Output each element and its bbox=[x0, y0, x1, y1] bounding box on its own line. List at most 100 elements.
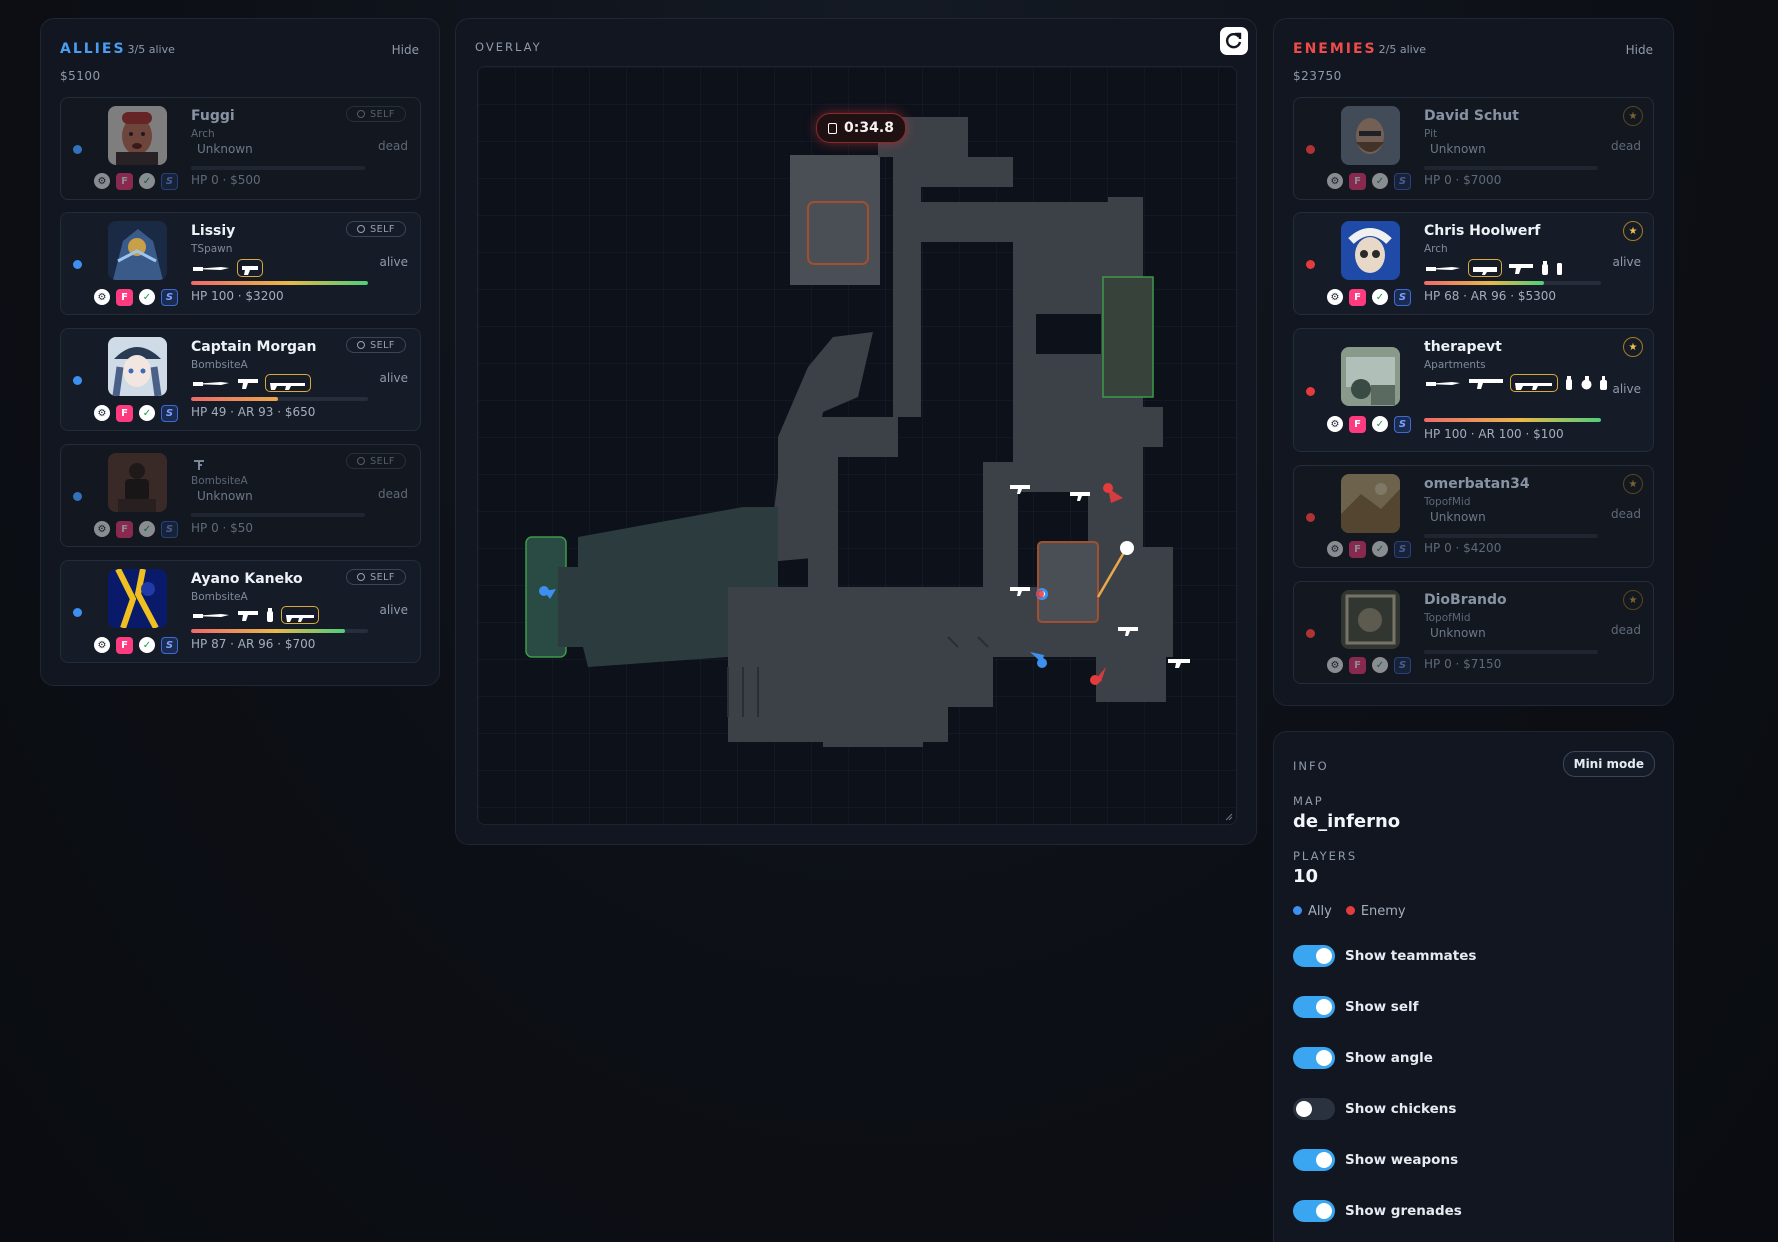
pistol-icon-active bbox=[237, 259, 263, 277]
refresh-button[interactable] bbox=[1220, 27, 1248, 55]
enemy-card-therapevt[interactable]: ★ therapevt Apartments alive ⚙ F ✓ S HP … bbox=[1293, 328, 1654, 452]
shield-icon[interactable]: ✓ bbox=[1372, 541, 1388, 557]
self-ring-icon bbox=[357, 573, 366, 581]
show-weapons-switch[interactable] bbox=[1293, 1149, 1335, 1171]
star-icon[interactable]: ★ bbox=[1623, 590, 1643, 610]
steam-icon[interactable]: ⚙ bbox=[94, 637, 110, 653]
steam-icon[interactable]: ⚙ bbox=[1327, 416, 1343, 432]
avatar bbox=[108, 221, 167, 280]
player-state: alive bbox=[379, 371, 408, 385]
player-name: therapevt bbox=[1424, 339, 1502, 355]
shield-icon[interactable]: ✓ bbox=[139, 521, 155, 537]
rifle-icon-active bbox=[281, 606, 319, 624]
player-stats: HP 68 · AR 96 · $5300 bbox=[1424, 289, 1557, 303]
hp-bar bbox=[1424, 166, 1598, 170]
s-icon[interactable]: S bbox=[1394, 416, 1411, 433]
dropped-weapon-icon bbox=[1168, 659, 1190, 668]
shield-icon[interactable]: ✓ bbox=[1372, 416, 1388, 432]
shield-icon[interactable]: ✓ bbox=[139, 173, 155, 189]
shield-icon[interactable]: ✓ bbox=[1372, 657, 1388, 673]
faceit-icon[interactable]: F bbox=[1349, 289, 1366, 306]
s-icon[interactable]: S bbox=[161, 405, 178, 422]
bombsite-b-marker bbox=[807, 201, 869, 265]
enemy-card-chris-hoolwerf[interactable]: ★ Chris Hoolwerf Arch alive ⚙ F ✓ S HP 6… bbox=[1293, 212, 1654, 315]
mini-mode-button[interactable]: Mini mode bbox=[1562, 751, 1655, 777]
faceit-icon[interactable]: F bbox=[1349, 541, 1366, 558]
steam-icon[interactable]: ⚙ bbox=[94, 173, 110, 189]
s-icon[interactable]: S bbox=[161, 521, 178, 538]
s-icon[interactable]: S bbox=[161, 289, 178, 306]
avatar bbox=[1341, 347, 1400, 406]
profile-icons: ⚙ F ✓ S bbox=[94, 289, 178, 306]
ally-card-ayano-kaneko[interactable]: SELF Ayano Kaneko BombsiteA alive ⚙ F ✓ … bbox=[60, 560, 421, 663]
faceit-icon[interactable]: F bbox=[116, 521, 133, 538]
s-icon[interactable]: S bbox=[161, 173, 178, 190]
ally-card-captain-morgan[interactable]: SELF Captain Morgan BombsiteA alive ⚙ F … bbox=[60, 328, 421, 431]
steam-icon[interactable]: ⚙ bbox=[1327, 289, 1343, 305]
steam-icon[interactable]: ⚙ bbox=[94, 289, 110, 305]
radar-map[interactable]: 0:34.8 bbox=[477, 66, 1237, 825]
s-icon[interactable]: S bbox=[1394, 541, 1411, 558]
self-badge[interactable]: SELF bbox=[346, 453, 406, 469]
faceit-icon[interactable]: F bbox=[1349, 657, 1366, 674]
shield-icon[interactable]: ✓ bbox=[1372, 289, 1388, 305]
faceit-icon[interactable]: F bbox=[116, 289, 133, 306]
player-location: Arch bbox=[191, 128, 215, 140]
faceit-icon[interactable]: F bbox=[1349, 173, 1366, 190]
grenade-icon bbox=[267, 608, 273, 622]
steam-icon[interactable]: ⚙ bbox=[1327, 173, 1343, 189]
star-icon[interactable]: ★ bbox=[1623, 474, 1643, 494]
star-icon[interactable]: ★ bbox=[1623, 221, 1643, 241]
s-icon[interactable]: S bbox=[1394, 657, 1411, 674]
star-icon[interactable]: ★ bbox=[1623, 106, 1643, 126]
avatar bbox=[1341, 590, 1400, 649]
show-chickens-switch[interactable] bbox=[1293, 1098, 1335, 1120]
s-icon[interactable]: S bbox=[1394, 289, 1411, 306]
allies-panel: ALLIES 3/5 alive Hide $5100 SELF Fuggi A… bbox=[40, 18, 440, 686]
steam-icon[interactable]: ⚙ bbox=[94, 405, 110, 421]
faceit-icon[interactable]: F bbox=[116, 173, 133, 190]
shield-icon[interactable]: ✓ bbox=[139, 289, 155, 305]
grenade-icon bbox=[1542, 261, 1548, 275]
show-grenades-switch[interactable] bbox=[1293, 1200, 1335, 1222]
knife-icon bbox=[193, 382, 229, 386]
shield-icon[interactable]: ✓ bbox=[1372, 173, 1388, 189]
enemy-card-omerbatan34[interactable]: ★ omerbatan34 TopofMid Unknown dead ⚙ F … bbox=[1293, 465, 1654, 568]
show-self-switch[interactable] bbox=[1293, 996, 1335, 1018]
allies-hide-button[interactable]: Hide bbox=[391, 43, 419, 57]
faceit-icon[interactable]: F bbox=[116, 637, 133, 654]
s-icon[interactable]: S bbox=[1394, 173, 1411, 190]
ally-card-unnamed[interactable]: SELF BombsiteA Unknown dead ⚙ F ✓ S HP 0… bbox=[60, 444, 421, 547]
shield-icon[interactable]: ✓ bbox=[139, 405, 155, 421]
self-badge[interactable]: SELF bbox=[346, 569, 406, 585]
overlay-panel: OVERLAY bbox=[455, 18, 1257, 845]
player-location: BombsiteA bbox=[191, 475, 248, 487]
faceit-icon[interactable]: F bbox=[1349, 416, 1366, 433]
he-grenade-icon bbox=[1581, 376, 1592, 390]
faceit-icon[interactable]: F bbox=[116, 405, 133, 422]
resize-handle-icon[interactable] bbox=[1225, 813, 1233, 821]
self-badge[interactable]: SELF bbox=[346, 337, 406, 353]
player-location: Apartments bbox=[1424, 359, 1486, 371]
player-location: TopofMid bbox=[1424, 612, 1471, 624]
show-angle-switch[interactable] bbox=[1293, 1047, 1335, 1069]
steam-icon[interactable]: ⚙ bbox=[1327, 657, 1343, 673]
enemy-card-david-schut[interactable]: ★ David Schut Pit Unknown dead ⚙ F ✓ S H… bbox=[1293, 97, 1654, 200]
enemies-hide-button[interactable]: Hide bbox=[1625, 43, 1653, 57]
player-state: alive bbox=[379, 255, 408, 269]
show-teammates-switch[interactable] bbox=[1293, 945, 1335, 967]
steam-icon[interactable]: ⚙ bbox=[1327, 541, 1343, 557]
enemy-team-dot bbox=[1306, 629, 1315, 638]
star-icon[interactable]: ★ bbox=[1623, 337, 1643, 357]
toggle-label: Show chickens bbox=[1345, 1101, 1457, 1117]
shield-icon[interactable]: ✓ bbox=[139, 637, 155, 653]
s-icon[interactable]: S bbox=[161, 637, 178, 654]
ally-card-fuggi[interactable]: SELF Fuggi Arch Unknown dead ⚙ F ✓ S HP … bbox=[60, 97, 421, 200]
self-badge[interactable]: SELF bbox=[346, 221, 406, 237]
steam-icon[interactable]: ⚙ bbox=[94, 521, 110, 537]
ally-team-dot bbox=[73, 376, 82, 385]
enemy-card-diobrando[interactable]: ★ DioBrando TopofMid Unknown dead ⚙ F ✓ … bbox=[1293, 581, 1654, 684]
avatar bbox=[108, 569, 167, 628]
ally-card-lissiy[interactable]: SELF Lissiy TSpawn alive ⚙ F ✓ S HP 100 … bbox=[60, 212, 421, 315]
self-badge[interactable]: SELF bbox=[346, 106, 406, 122]
